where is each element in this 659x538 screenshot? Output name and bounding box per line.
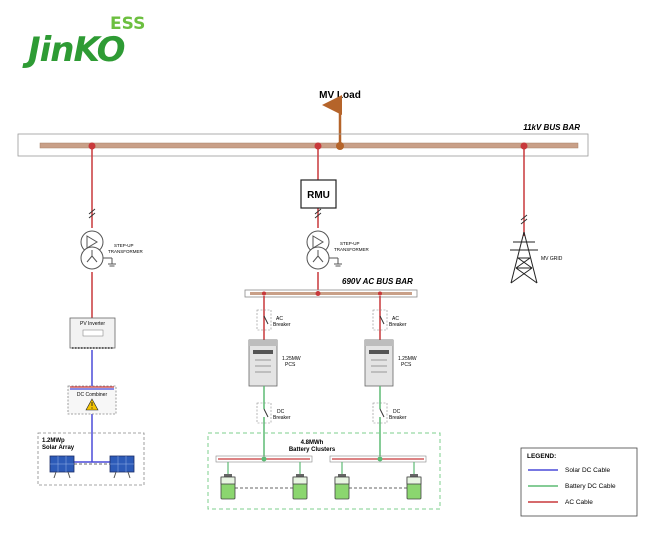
mv-load-label: MV Load	[319, 90, 361, 101]
ac-cables-lower	[263, 296, 381, 340]
cable-slash-markers	[88, 208, 528, 225]
pcs-left-label-2: PCS	[285, 362, 296, 368]
dc-breaker-left-label-2: Breaker	[273, 415, 291, 421]
pv-inverter-label: PV Inverter	[80, 321, 105, 327]
step-up-transformer-left	[80, 230, 116, 270]
ac-breaker-left-label-2: Breaker	[273, 322, 291, 328]
dc-breaker-right	[372, 402, 388, 424]
battery-bus-dots	[261, 456, 383, 462]
battery-clusters-area	[207, 432, 441, 510]
rmu-label: RMU	[307, 190, 330, 201]
legend-box	[520, 447, 638, 517]
transformer-middle-label-2: TRANSFORMER	[334, 247, 370, 252]
load-junction-dot	[336, 142, 344, 150]
legend-battery-dc-label: Battery DC Cable	[565, 483, 616, 490]
pcs-cabinet-right	[364, 339, 394, 387]
battery-label-1: 4.8MWh	[301, 440, 324, 446]
ac-breaker-left	[256, 309, 272, 331]
solar-label-1: 1.2MWp	[42, 438, 65, 444]
legend-ac-label: AC Cable	[565, 499, 593, 506]
pv-inverter	[69, 317, 116, 349]
dc-breaker-left	[256, 402, 272, 424]
battery-drop-cables	[227, 462, 415, 476]
dc-breaker-right-label-2: Breaker	[389, 415, 407, 421]
solar-array-area	[37, 432, 145, 486]
pcs-cabinet-left	[248, 339, 278, 387]
battery-icon-2	[292, 474, 308, 500]
battery-icon-3	[334, 474, 350, 500]
solar-label-2: Solar Array	[42, 445, 75, 451]
legend-item-ac: AC Cable	[528, 499, 593, 506]
transformer-left-label-2: TRANSFORMER	[108, 249, 144, 254]
dc-breaker-left-label-1: DC	[277, 409, 285, 415]
bus-11kv-bar	[39, 142, 579, 149]
battery-icon-1	[220, 474, 236, 500]
ac-breaker-left-label-1: AC	[276, 316, 283, 322]
legend-title: LEGEND:	[527, 453, 556, 460]
pcs-right-label-2: PCS	[401, 362, 412, 368]
bus-junction-dots	[88, 142, 528, 150]
dc-breaker-right-label-1: DC	[393, 409, 401, 415]
ess-logo-suffix: ESS	[110, 14, 146, 34]
dc-combiner-label: DC Combiner	[77, 392, 108, 398]
bus-11kv-frame	[17, 133, 589, 157]
warning-icon	[85, 398, 99, 411]
transformer-left-label-1: STEP-UP	[114, 243, 134, 248]
bus-690v-junction-dots	[262, 291, 382, 296]
ac-breaker-right-label-2: Breaker	[389, 322, 407, 328]
ac-breaker-right-label-1: AC	[392, 316, 399, 322]
ac-breaker-right	[372, 309, 388, 331]
transformer-middle-label-1: STEP-UP	[340, 241, 360, 246]
legend-solar-dc-label: Solar DC Cable	[565, 467, 611, 474]
battery-label-2: Battery Clusters	[289, 447, 336, 453]
legend-item-solar-dc: Solar DC Cable	[528, 467, 611, 474]
solar-dc-cables	[72, 350, 112, 463]
bus-11kv-label: 11kV BUS BAR	[523, 123, 580, 132]
pcs-right-label-1: 1.25MW	[398, 356, 417, 362]
mv-grid-label: MV GRID	[541, 256, 563, 262]
battery-icon-4	[406, 474, 422, 500]
pcs-left-label-1: 1.25MW	[282, 356, 301, 362]
solar-panel-icon-right	[109, 455, 135, 479]
solar-panel-icon-left	[49, 455, 75, 479]
legend-item-battery-dc: Battery DC Cable	[528, 483, 616, 490]
mv-grid-tower-icon	[510, 231, 538, 284]
jinko-logo: JinKO	[28, 30, 126, 70]
bus-690v-bar	[250, 292, 412, 295]
rmu-box	[300, 179, 337, 209]
bus-690v-label: 690V AC BUS BAR	[342, 277, 413, 286]
step-up-transformer-middle	[306, 230, 342, 270]
